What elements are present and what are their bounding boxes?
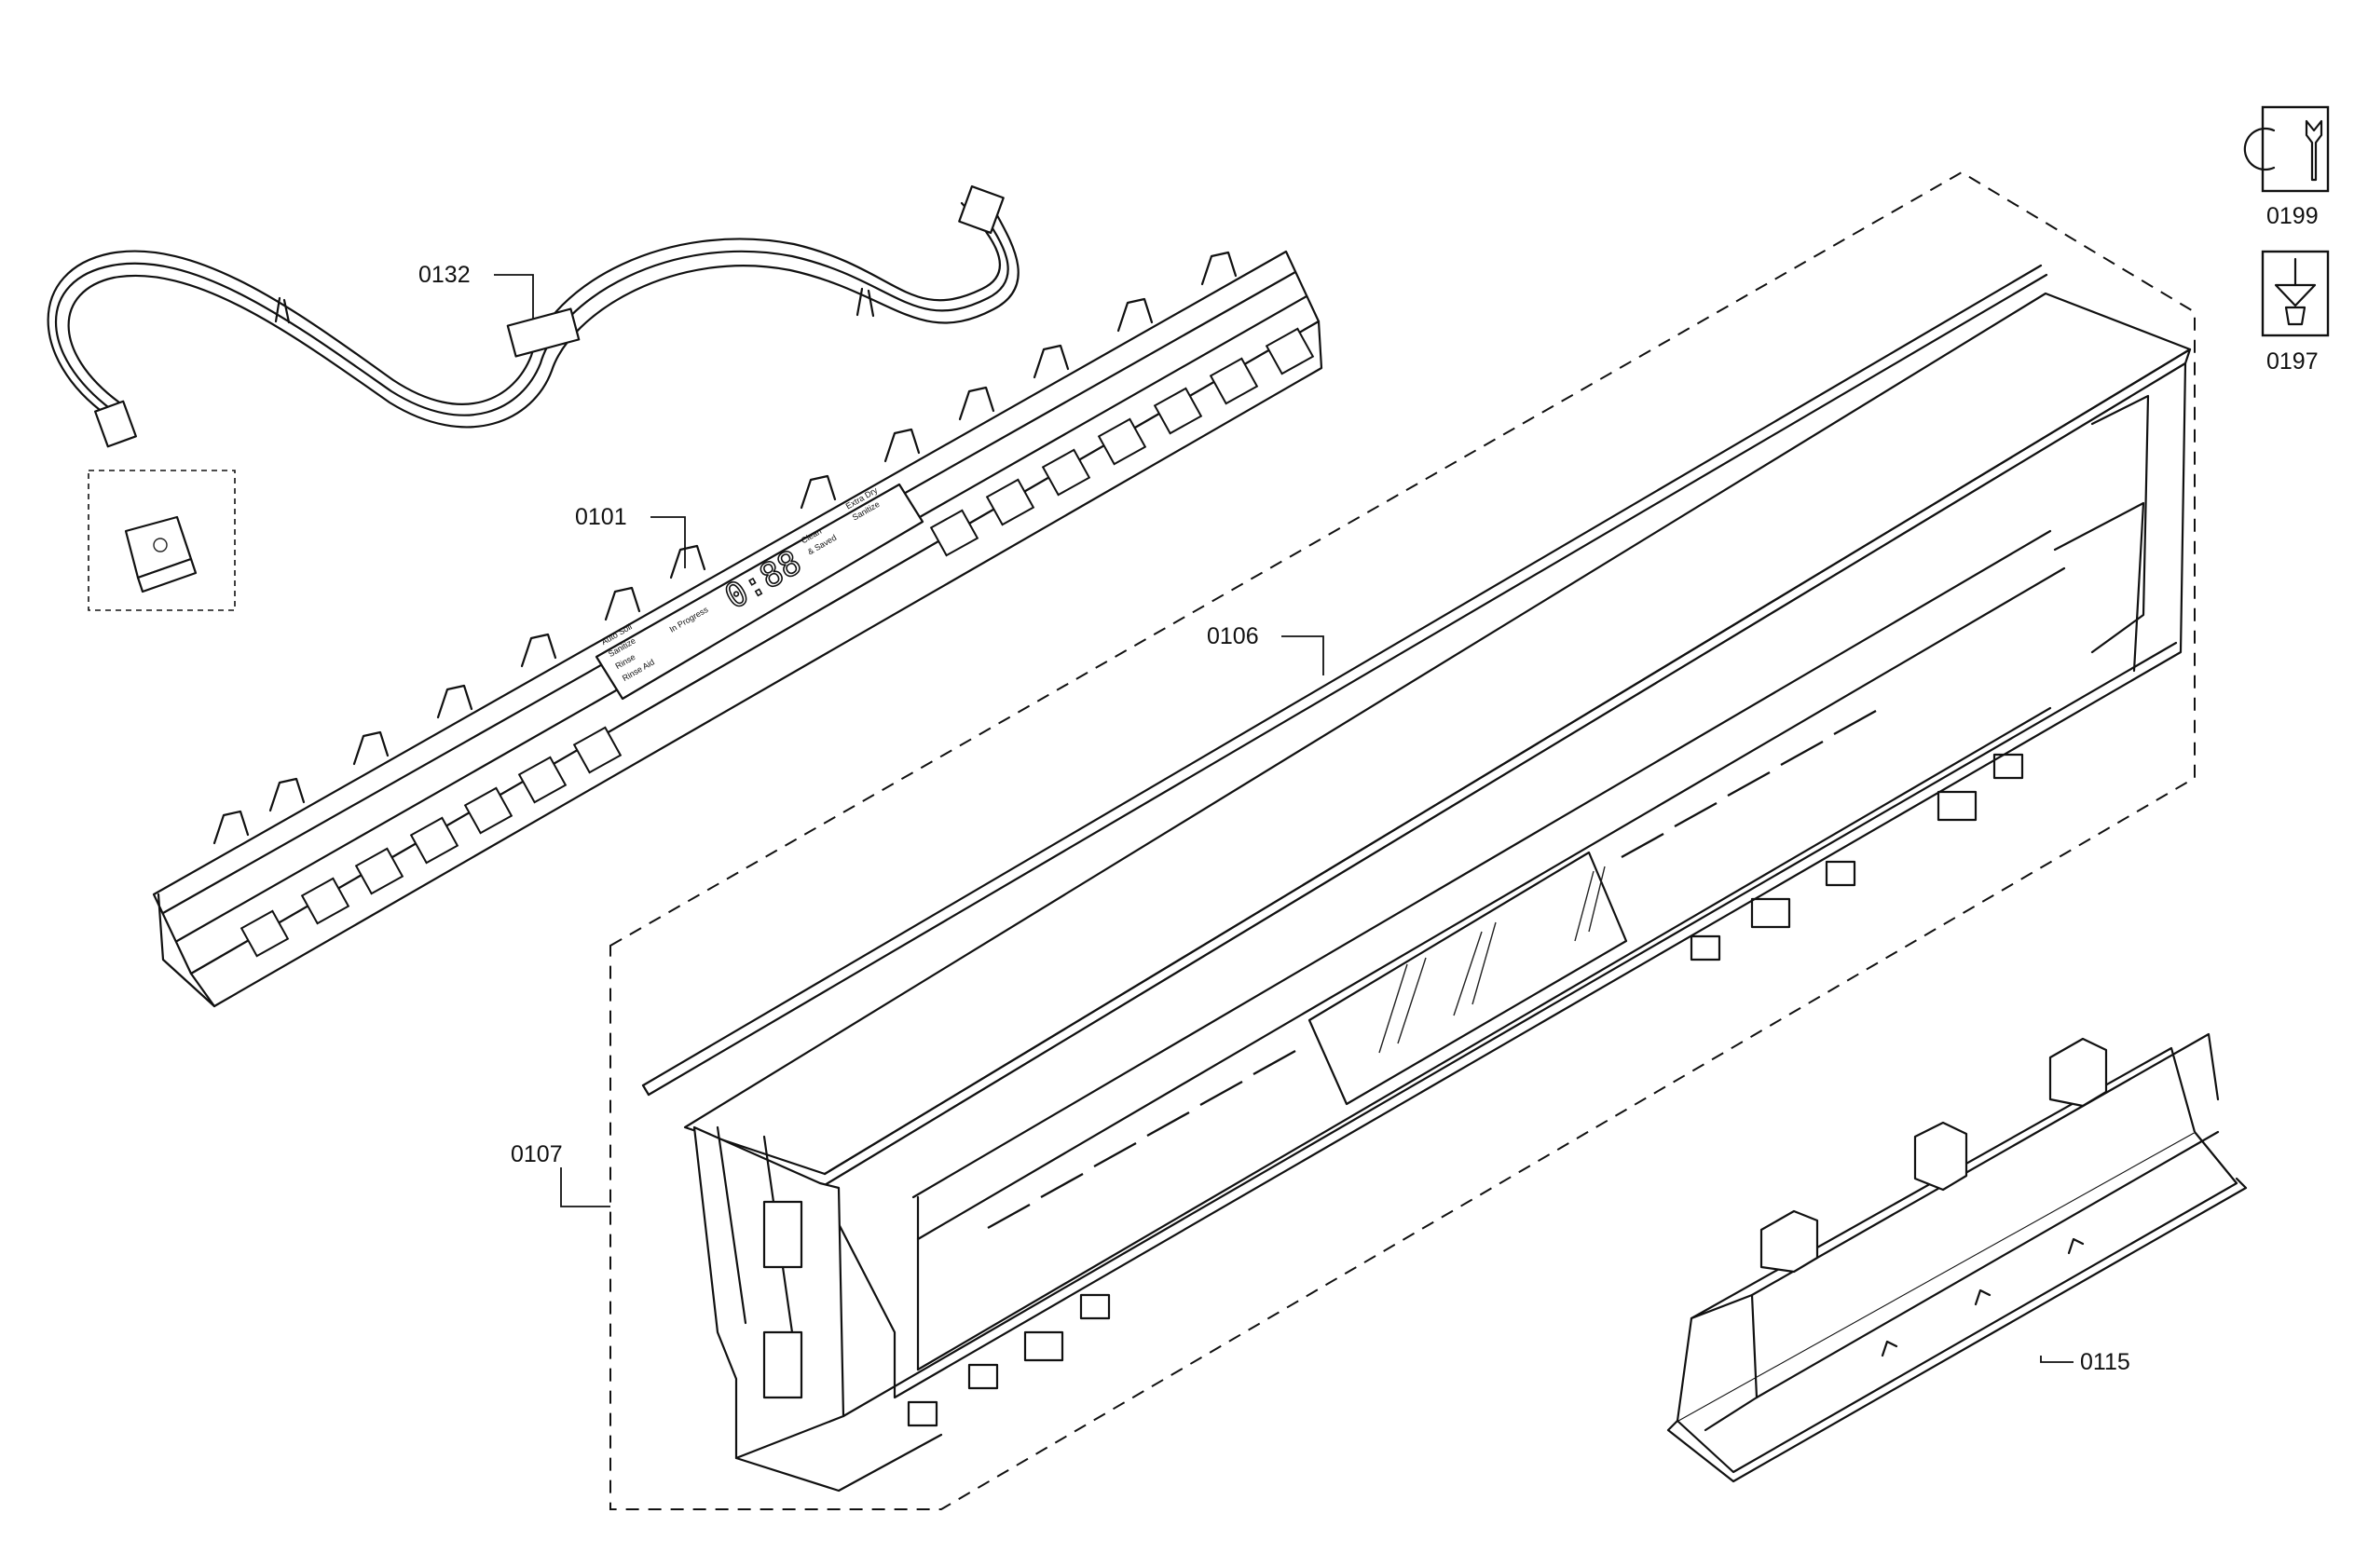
callout-label-0197: 0197 <box>2266 348 2319 375</box>
callout-label-0132: 0132 <box>418 262 471 288</box>
callout-0115: 0115 <box>2040 1349 2130 1375</box>
buttons-right <box>929 327 1315 557</box>
callout-0101: 0101 <box>575 504 686 568</box>
wire-harness-0132 <box>47 184 1020 448</box>
callout-0106: 0106 <box>1207 623 1324 675</box>
buttons-left <box>240 726 623 958</box>
display-label-plate <box>595 483 924 701</box>
callout-label-0115: 0115 <box>2080 1349 2130 1375</box>
wrench-tool-icon <box>2243 105 2330 193</box>
kit-boundary-0107 <box>609 170 2196 1510</box>
callout-label-0101: 0101 <box>575 504 627 530</box>
callout-label-0199: 0199 <box>2266 203 2319 229</box>
callout-label-0106: 0106 <box>1207 623 1259 649</box>
connector-detail-box <box>88 470 236 611</box>
callout-0107: 0107 <box>511 1141 610 1207</box>
indicator-dashes <box>987 709 1877 1230</box>
trim-strip-0106 <box>641 264 2048 1097</box>
screwdriver-tool-icon <box>2261 250 2330 337</box>
display-window <box>1307 851 1628 1106</box>
cover-part-0115 <box>1666 1032 2248 1483</box>
control-panel-fascia-0107 <box>683 292 2192 1493</box>
control-module-0101: Auto Soil Sanitize Rinse Rinse Aid In Pr… <box>152 250 1323 1008</box>
callout-label-0107: 0107 <box>511 1141 563 1167</box>
callout-0132: 0132 <box>418 262 534 319</box>
